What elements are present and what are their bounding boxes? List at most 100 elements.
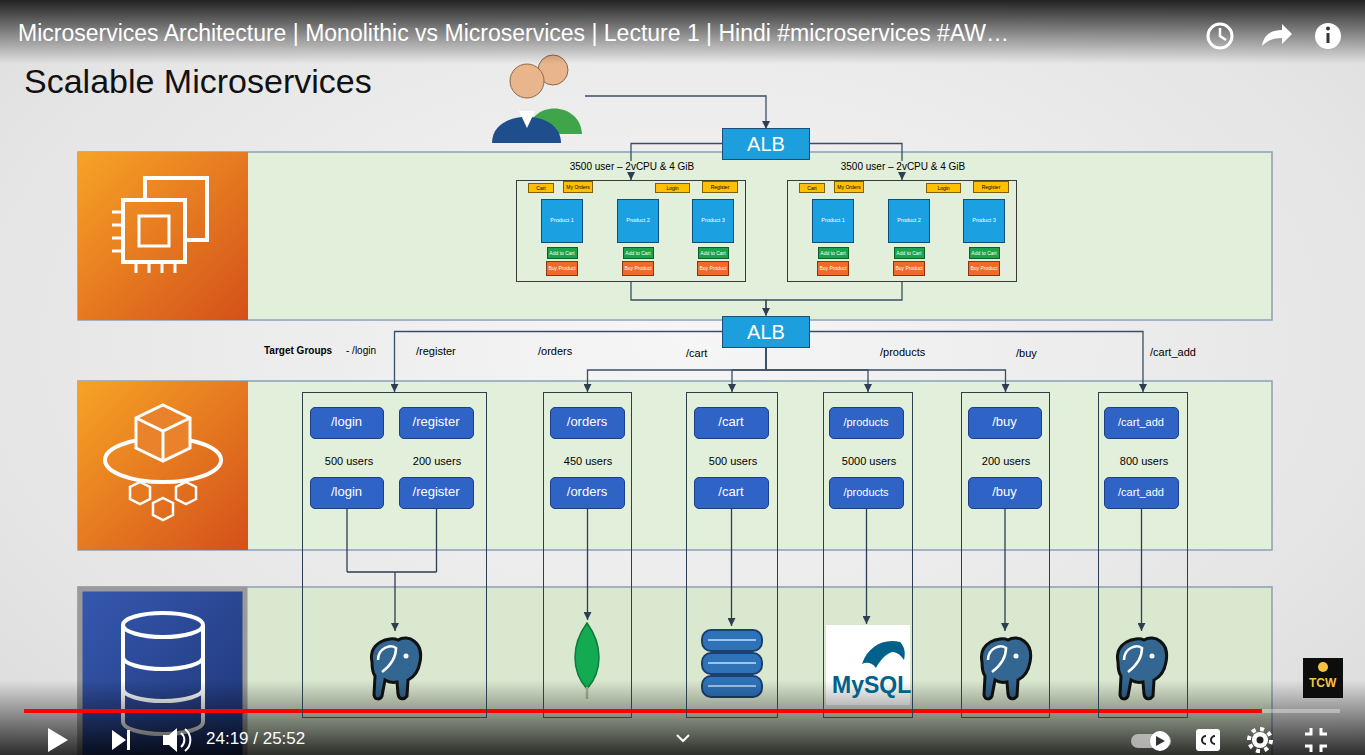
service-route: /cart [718,485,743,499]
button-label: Cart [536,186,545,191]
product-label: Product 1 [821,218,845,224]
service-box: /cart [694,477,769,509]
youtube-top-bar [0,0,1365,64]
mysql-logo-text: MySQL [832,672,911,699]
add-to-cart-button: Add to Cart [698,247,729,259]
service-route: /products [843,486,888,498]
nav-button: My Orders [563,181,593,193]
user-count: 200 users [413,455,461,467]
instance-spec: 3500 user – 2vCPU & 4 GiB [839,161,968,172]
service-box: /orders [550,407,625,439]
nav-button: Register [702,181,738,193]
nav-button: My Orders [834,181,864,193]
service-route: /login [331,485,362,499]
ec2-instance-box: 3500 user – 2vCPU & 4 GiBCartMy OrdersLo… [516,180,746,282]
route-label: /cart [686,347,707,359]
button-label: Buy Product [895,266,922,271]
button-label: My Orders [837,185,860,190]
product-label: Product 3 [701,218,725,224]
service-box: /login [310,407,384,439]
buy-button: Buy Product [697,261,729,276]
product-card: Product 3 [963,199,1005,243]
user-count: 800 users [1120,455,1168,467]
video-title: Microservices Architecture | Monolithic … [18,20,1009,47]
product-label: Product 2 [897,218,921,224]
button-label: Register [982,185,1001,190]
service-box: /products [829,407,904,439]
target-group-column: 450 users/orders/orders [543,392,632,718]
button-label: Login [937,186,949,191]
user-count: 500 users [709,455,757,467]
target-group-column: 200 users/buy/buy [961,392,1050,718]
service-box: /products [829,477,904,509]
service-route: /cart [718,415,743,429]
service-route: /products [843,416,888,428]
container-band [78,381,1272,550]
video-time: 24:19 / 25:52 [206,729,305,749]
service-box: /buy [968,477,1042,509]
load-balancer-box: ALB [722,316,810,348]
target-group-column: 5000 users/products/products [823,392,913,718]
product-card: Product 2 [617,199,659,243]
button-label: Buy Product [970,266,997,271]
nav-button: Register [973,181,1009,193]
button-label: Cart [807,186,816,191]
channel-logo-text: TCW [1309,676,1336,690]
button-label: My Orders [566,185,589,190]
add-to-cart-button: Add to Cart [547,247,578,259]
target-groups-label: Target Groups [264,345,332,356]
instance-spec: 3500 user – 2vCPU & 4 GiB [568,161,697,172]
buy-button: Buy Product [622,261,654,276]
youtube-player-controls [0,658,1365,755]
connector-arrow [766,348,868,393]
product-label: Product 2 [626,218,650,224]
connector-arrow [732,348,766,393]
target-group-column: 800 users/cart_add/cart_add [1098,392,1188,718]
product-label: Product 3 [972,218,996,224]
service-box: /cart_add [1104,407,1179,439]
buy-button: Buy Product [817,261,849,276]
slide-title: Scalable Microservices [24,62,372,101]
connector-arrow [810,332,1143,393]
database-arrows [347,509,1142,631]
button-label: Add to Cart [700,251,725,256]
service-route: /cart_add [1118,416,1164,428]
service-box: /orders [550,477,625,509]
service-route: /orders [567,485,607,499]
buy-button: Buy Product [968,261,1000,276]
user-count: 200 users [982,455,1030,467]
add-to-cart-button: Add to Cart [969,247,1000,259]
load-balancer-box: ALB [722,128,810,160]
button-label: Buy Product [548,266,575,271]
user-count: 450 users [564,455,612,467]
button-label: Buy Product [819,266,846,271]
service-box: /buy [968,407,1042,439]
button-label: Buy Product [624,266,651,271]
service-route: /register [413,485,460,499]
service-box: /register [399,407,474,439]
button-label: Buy Product [699,266,726,271]
button-label: Add to Cart [820,251,845,256]
product-card: Product 3 [692,199,734,243]
product-card: Product 2 [888,199,930,243]
add-to-cart-button: Add to Cart [894,247,925,259]
product-card: Product 1 [541,199,583,243]
route-label: /orders [538,345,572,357]
service-route: /cart_add [1118,486,1164,498]
nav-button: Login [926,183,961,193]
route-label: /products [880,346,925,358]
connector-arrow [588,348,767,393]
route-label: - /login [346,345,376,356]
nav-button: Cart [528,183,554,193]
ec2-band [78,152,1272,320]
button-label: Register [711,185,730,190]
product-card: Product 1 [812,199,854,243]
box-label: ALB [747,321,785,343]
route-label: /buy [1016,347,1037,359]
connector-arrow [631,282,766,316]
user-count: 5000 users [842,455,896,467]
button-label: Add to Cart [625,251,650,256]
